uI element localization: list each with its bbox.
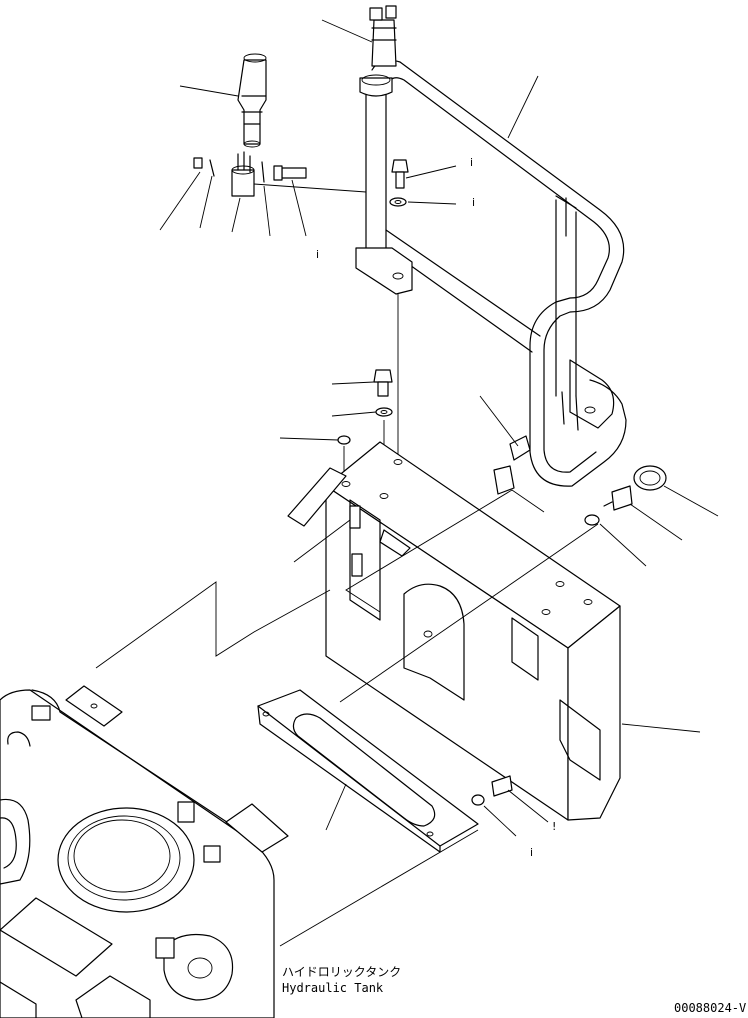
leader-lines <box>95 19 719 947</box>
callout-tick: ! <box>552 820 556 833</box>
callout-tick: i <box>470 156 473 169</box>
side-bolt <box>603 485 633 511</box>
lower-bolt-washer <box>471 775 513 806</box>
callout-tick: i <box>316 248 319 261</box>
hydraulic-tank <box>0 685 289 1018</box>
clip-connector <box>493 435 531 495</box>
bracket-bolt-washer <box>337 369 393 445</box>
lower-plate <box>257 689 479 853</box>
mounting-bracket <box>287 441 621 821</box>
drawing-number: 00088024-V <box>674 1001 746 1015</box>
post-bolt-washer <box>389 159 409 207</box>
tank-label-english: Hydraulic Tank <box>282 981 384 995</box>
tank-label-japanese: ハイドロリックタンク <box>282 965 401 979</box>
callout-tick: i <box>530 846 533 859</box>
callout-tick: i <box>472 196 475 209</box>
hinge-pin <box>237 53 267 148</box>
small-hardware <box>193 151 307 197</box>
cap-plug <box>633 465 667 491</box>
handrail <box>355 5 627 487</box>
side-washer <box>584 514 600 526</box>
